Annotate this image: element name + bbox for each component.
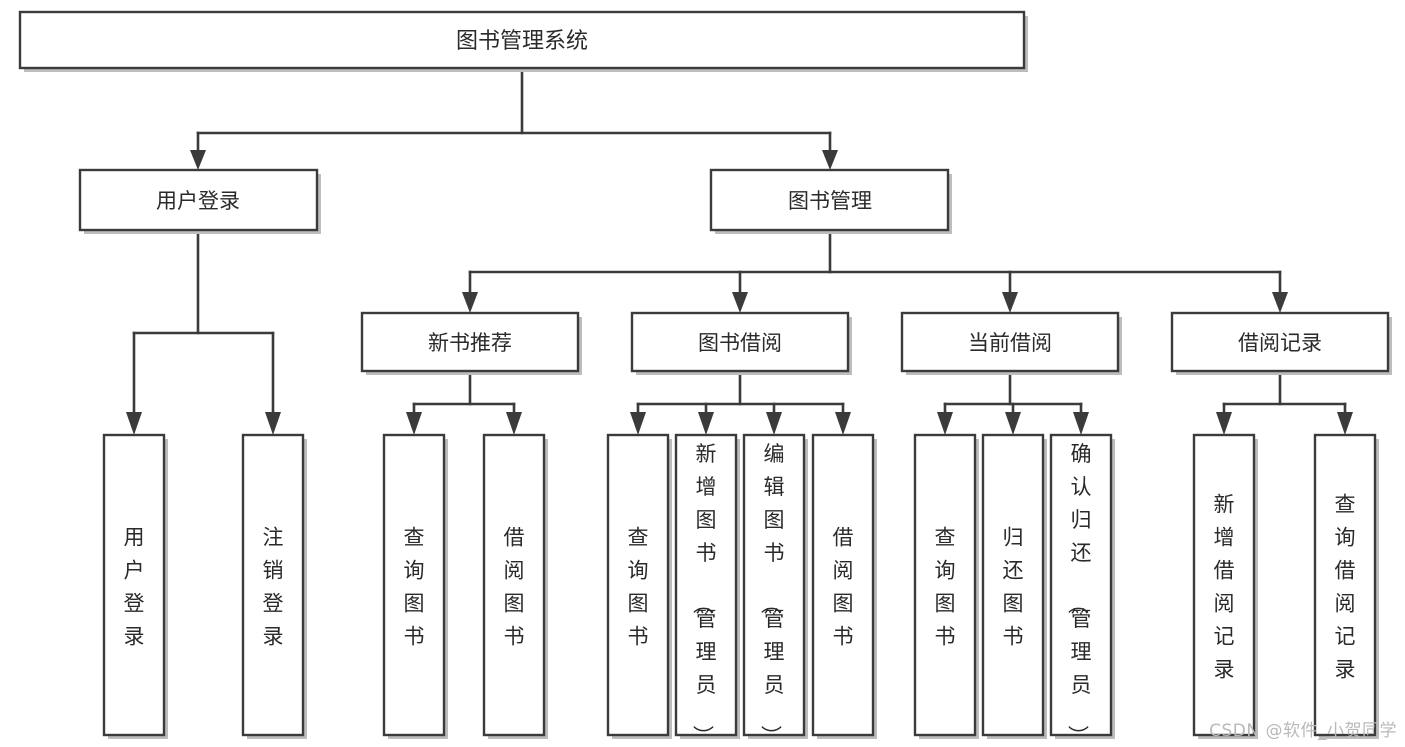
connector-layer	[126, 66, 1353, 435]
node-user-login[interactable]: 用户登录	[78, 168, 321, 234]
leaf-label: 查询图书	[628, 526, 649, 649]
arrow-book-manage	[822, 150, 838, 170]
leaf-node-current-borrow-1[interactable]: 查询图书	[913, 433, 979, 739]
leaf-box	[1313, 433, 1377, 737]
leaf-box	[382, 433, 446, 737]
leaf-box	[913, 433, 977, 737]
arrow-ul-leaf-1	[126, 412, 142, 435]
arrow-user-login	[190, 150, 206, 170]
leaf-node-book-borrow-3[interactable]: 编辑图书（管理员）	[742, 433, 808, 746]
leaf-box	[241, 433, 305, 737]
arrow-book-borrow	[732, 292, 748, 313]
current-borrow-box	[900, 311, 1120, 373]
leaf-node-current-borrow-3[interactable]: 确认归还（管理员）	[1049, 433, 1115, 746]
leaf-node-user-login-1[interactable]: 用户登录	[102, 433, 168, 739]
arrow-nb-leaf-1	[406, 412, 422, 435]
leaf-box	[674, 433, 738, 737]
leaf-label: 查询借阅记录	[1335, 493, 1356, 682]
book-manage-box	[709, 168, 950, 232]
leaf-node-user-login-2[interactable]: 注销登录	[241, 433, 307, 739]
leaf-node-new-book-recommend-2[interactable]: 借阅图书	[482, 433, 548, 739]
root-box	[18, 10, 1026, 70]
leaf-node-layer: 用户登录 注销登录 查询图书 借阅图书 查询图书 新增图书（管理员） 编辑图书（管理员） 借阅…	[102, 433, 1379, 746]
leaf-box	[742, 433, 806, 737]
leaf-node-book-borrow-4[interactable]: 借阅图书	[811, 433, 877, 739]
arrow-bb-leaf-4	[835, 412, 851, 435]
leaf-label: 查询图书	[404, 526, 425, 649]
arrow-bb-leaf-2	[698, 412, 714, 435]
node-root[interactable]: 图书管理系统	[18, 10, 1028, 72]
book-borrow-box	[630, 311, 850, 373]
node-current-borrow[interactable]: 当前借阅	[900, 311, 1122, 375]
node-new-book-recommend[interactable]: 新书推荐	[360, 311, 582, 375]
arrow-br-leaf-2	[1337, 412, 1353, 435]
borrow-record-label: 借阅记录	[1238, 331, 1322, 355]
node-borrow-record[interactable]: 借阅记录	[1170, 311, 1392, 375]
leaf-label: 借阅图书	[504, 526, 525, 649]
arrow-bb-leaf-3	[766, 412, 782, 435]
leaf-node-book-borrow-2[interactable]: 新增图书（管理员）	[674, 433, 740, 746]
arrow-current-borrow	[1002, 292, 1018, 313]
borrow-record-box	[1170, 311, 1390, 373]
arrow-bb-leaf-1	[630, 412, 646, 435]
arrow-br-leaf-1	[1216, 412, 1232, 435]
arrow-new-book	[462, 292, 478, 313]
leaf-box	[1049, 433, 1113, 737]
leaf-box	[102, 433, 166, 737]
user-login-label: 用户登录	[156, 189, 240, 213]
node-book-manage[interactable]: 图书管理	[709, 168, 952, 234]
arrow-cb-leaf-3	[1073, 412, 1089, 435]
leaf-box	[606, 433, 670, 737]
leaf-label: 新增借阅记录	[1214, 493, 1235, 682]
leaf-box	[482, 433, 546, 737]
new-book-box	[360, 311, 580, 373]
leaf-node-borrow-record-1[interactable]: 新增借阅记录	[1192, 433, 1258, 739]
current-borrow-label: 当前借阅	[968, 331, 1052, 355]
leaf-label: 用户登录	[124, 526, 145, 649]
leaf-box	[1192, 433, 1256, 737]
node-book-borrow[interactable]: 图书借阅	[630, 311, 852, 375]
new-book-label: 新书推荐	[428, 331, 512, 355]
book-borrow-label: 图书借阅	[698, 331, 782, 355]
leaf-node-borrow-record-2[interactable]: 查询借阅记录	[1313, 433, 1379, 739]
leaf-label: 归还图书	[1003, 526, 1024, 649]
user-login-box	[78, 168, 319, 232]
arrow-cb-leaf-2	[1005, 412, 1021, 435]
leaf-box	[981, 433, 1045, 737]
leaf-label: 确认归还（管理员）	[1066, 442, 1092, 746]
book-manage-label: 图书管理	[788, 189, 872, 213]
leaf-label: 借阅图书	[833, 526, 854, 649]
arrow-cb-leaf-1	[937, 412, 953, 435]
leaf-label: 新增图书（管理员）	[691, 442, 717, 746]
leaf-node-new-book-recommend-1[interactable]: 查询图书	[382, 433, 448, 739]
leaf-label: 编辑图书（管理员）	[759, 442, 785, 746]
leaf-label: 注销登录	[263, 526, 284, 649]
root-label: 图书管理系统	[456, 29, 588, 54]
arrow-borrow-record	[1272, 292, 1288, 313]
leaf-node-current-borrow-2[interactable]: 归还图书	[981, 433, 1047, 739]
arrow-nb-leaf-2	[506, 412, 522, 435]
leaf-label: 查询图书	[935, 526, 956, 649]
leaf-node-book-borrow-1[interactable]: 查询图书	[606, 433, 672, 739]
arrow-ul-leaf-2	[265, 412, 281, 435]
leaf-box	[811, 433, 875, 737]
